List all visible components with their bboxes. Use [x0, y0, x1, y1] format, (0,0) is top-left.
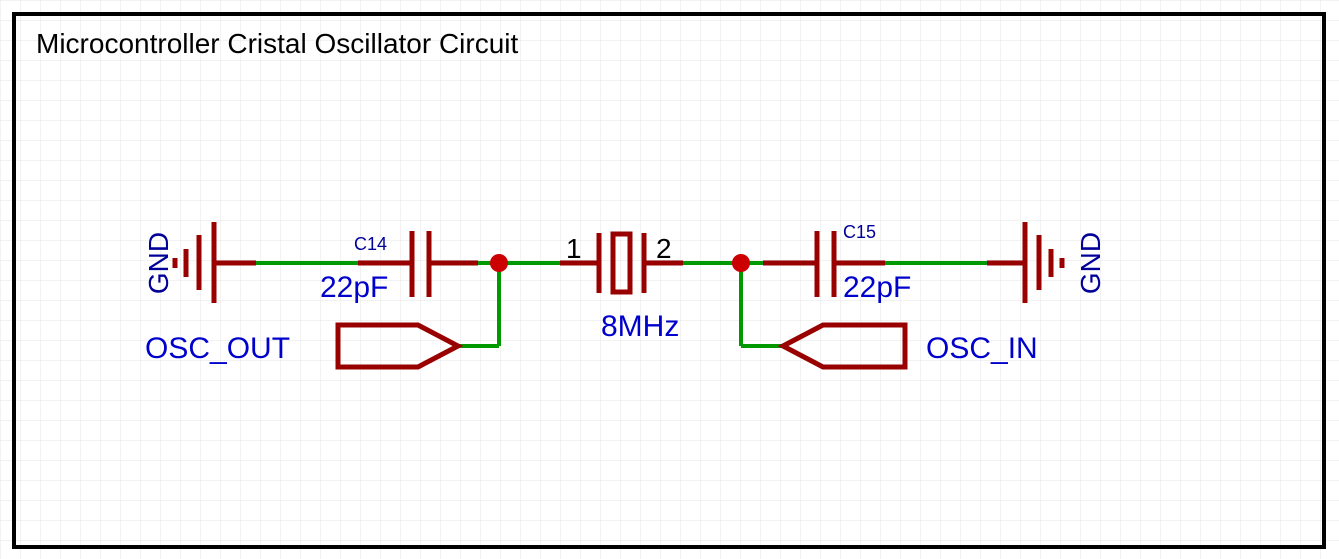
crystal-pin1: 1 — [566, 233, 582, 264]
port-osc-out-label: OSC_OUT — [145, 332, 290, 365]
junction-right[interactable] — [732, 254, 750, 272]
c14-designator: C14 — [354, 234, 387, 254]
gnd-label-right: GND — [1075, 232, 1106, 294]
crystal-8mhz[interactable] — [560, 231, 683, 295]
c14-value: 22pF — [320, 271, 388, 304]
c15-designator: C15 — [843, 222, 876, 242]
crystal-pin2: 2 — [656, 233, 672, 264]
port-osc-out[interactable] — [335, 322, 464, 370]
c15-value: 22pF — [843, 271, 911, 304]
gnd-label-left: GND — [143, 232, 174, 294]
capacitor-c14[interactable] — [358, 231, 478, 297]
sheet-frame — [12, 12, 1326, 549]
capacitor-c15[interactable] — [763, 231, 885, 297]
gnd-symbol-left[interactable] — [172, 222, 256, 303]
gnd-symbol-right[interactable] — [987, 222, 1065, 303]
crystal-value: 8MHz — [601, 310, 679, 343]
sheet-title: Microcontroller Cristal Oscillator Circu… — [36, 28, 519, 59]
junction-left[interactable] — [490, 254, 508, 272]
port-osc-in[interactable] — [777, 322, 908, 370]
port-osc-in-label: OSC_IN — [926, 332, 1038, 365]
